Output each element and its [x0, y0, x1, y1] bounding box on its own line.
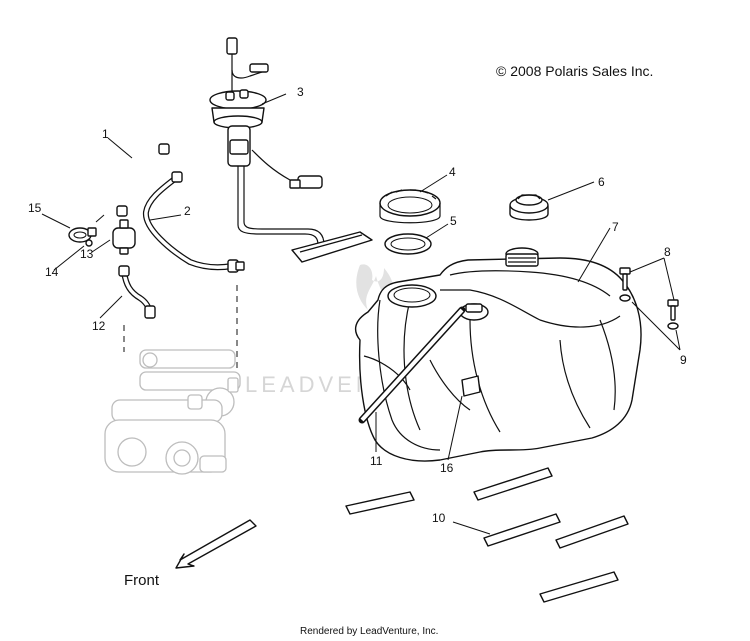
front-arrow [175, 519, 257, 569]
callout-14: 14 [45, 265, 59, 279]
throttle-body-assembly [104, 349, 241, 475]
callout-2: 2 [184, 204, 191, 218]
front-label: Front [124, 572, 160, 589]
footer-credit: Rendered by LeadVenture, Inc. [300, 626, 438, 637]
callout-8: 8 [664, 245, 671, 259]
callout-5: 5 [450, 214, 457, 228]
fuel-filter [112, 219, 136, 255]
callout-7: 7 [612, 220, 619, 234]
fuel-tank [354, 247, 642, 462]
callout-1: 1 [102, 127, 109, 141]
copyright-text: © 2008 Polaris Sales Inc. [496, 63, 653, 79]
vent-tube [358, 306, 466, 424]
callout-10: 10 [432, 511, 446, 525]
fuel-hose-1 [116, 143, 170, 217]
fuel-pump-assembly [209, 37, 373, 263]
callout-4: 4 [449, 165, 456, 179]
fuel-hose-12 [118, 265, 156, 319]
callout-3: 3 [297, 85, 304, 99]
callout-6: 6 [598, 175, 605, 189]
lock-ring [379, 189, 441, 224]
seal [384, 233, 432, 255]
callout-labels: 1 2 3 4 5 6 7 8 9 10 11 12 13 14 15 16 [28, 85, 687, 525]
callout-9: 9 [680, 353, 687, 367]
fuel-cap [509, 194, 549, 221]
callout-16: 16 [440, 461, 454, 475]
tank-pads [345, 467, 629, 603]
callout-11: 11 [370, 454, 383, 468]
leader-lines [41, 93, 681, 535]
bolts [619, 267, 679, 321]
screw [85, 239, 93, 247]
fuel-hose-2 [142, 171, 245, 273]
clamp [68, 227, 97, 243]
callout-15: 15 [28, 201, 42, 215]
callout-13: 13 [80, 247, 94, 261]
callout-12: 12 [92, 319, 106, 333]
washers [619, 294, 679, 330]
